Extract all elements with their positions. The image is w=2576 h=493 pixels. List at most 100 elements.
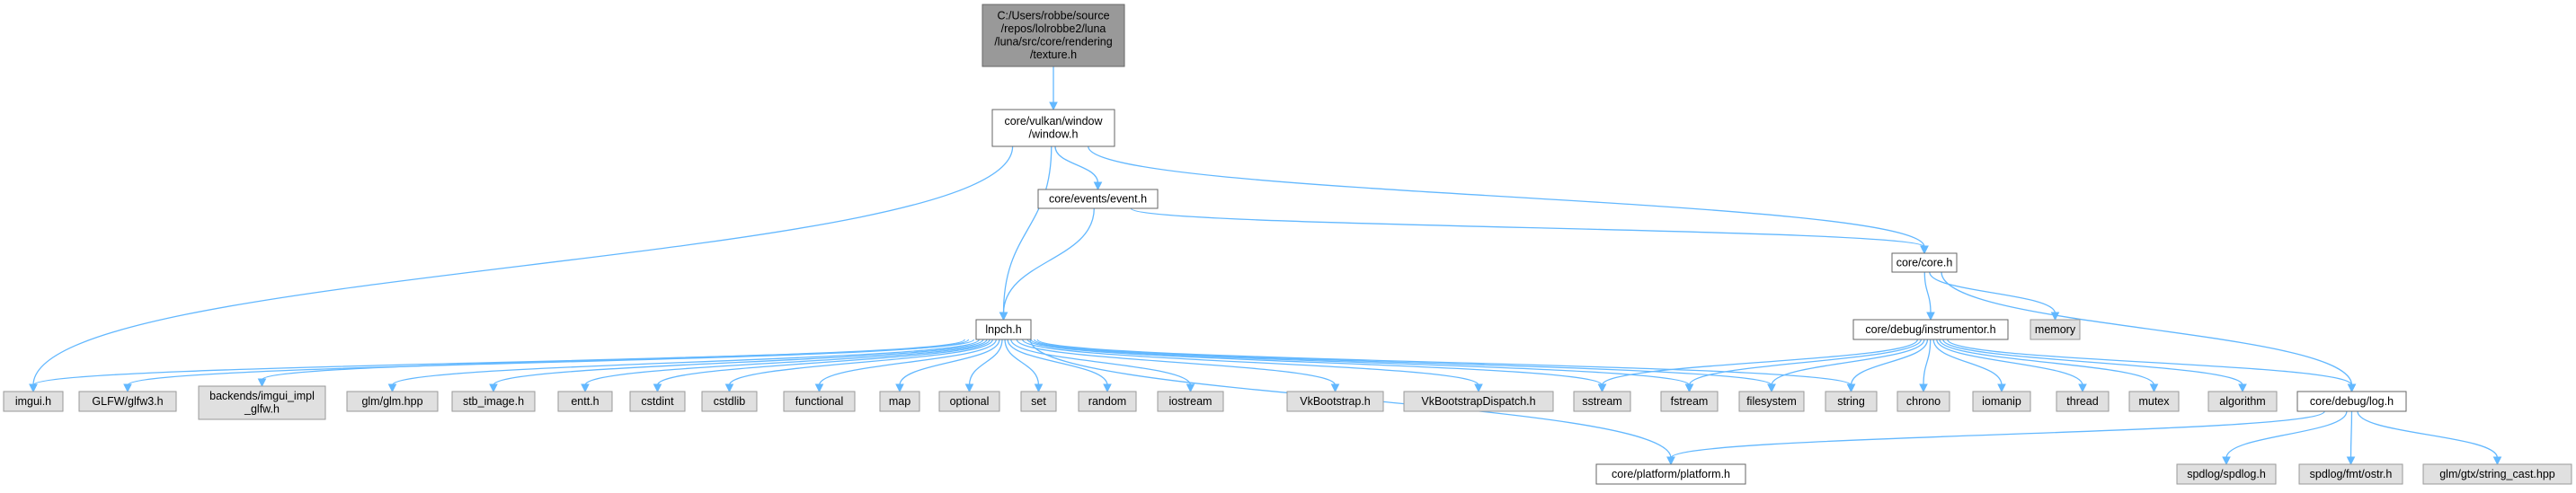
edge-lnpch-to-stb <box>493 339 984 386</box>
node-core[interactable]: core/core.h <box>1891 252 1958 273</box>
edge-instrumentor-to-sstream <box>1601 339 1919 386</box>
edge-window-to-imgui <box>32 145 1014 386</box>
edge-arrowhead-lnpch-to-random <box>1103 383 1112 393</box>
node-box-stb <box>451 391 536 412</box>
edge-core-to-log <box>1941 271 2353 386</box>
node-filesystem: filesystem <box>1738 391 1805 412</box>
node-label-filesystem-line-0: filesystem <box>1746 395 1797 408</box>
node-label-memory-line-0: memory <box>2035 323 2076 336</box>
edge-lnpch-to-string <box>1036 339 1852 386</box>
edge-arrowhead-log-to-platform <box>1666 456 1675 466</box>
node-label-imgui_glfw-line-1: _glfw.h <box>244 403 280 416</box>
edge-arrowhead-instrumentor-to-chrono <box>1919 383 1928 393</box>
edge-arrowhead-lnpch-to-stb <box>489 383 498 393</box>
node-label-texture-line-2: /luna/src/core/rendering <box>994 36 1112 48</box>
node-label-fstream-line-0: fstream <box>1671 395 1709 408</box>
edge-lnpch-to-imgui <box>32 339 965 386</box>
edge-instrumentor-to-fstream <box>1688 339 1922 386</box>
node-texture[interactable]: C:/Users/robbe/source/repos/lolrobbe2/lu… <box>982 4 1125 67</box>
node-box-cstdint <box>629 391 686 412</box>
edge-core-to-instrumentor <box>1923 271 1932 314</box>
edge-arrowhead-instrumentor-to-sstream <box>1597 383 1607 393</box>
node-label-mutex-line-0: mutex <box>2138 395 2170 408</box>
edge-instrumentor-to-log <box>1947 339 2353 386</box>
node-label-map-line-0: map <box>889 395 910 408</box>
edge-lnpch-to-glm <box>391 339 980 386</box>
edge-arrowhead-event-to-lnpch <box>999 312 1008 321</box>
node-window[interactable]: core/vulkan/window/window.h <box>991 109 1115 147</box>
node-box-imgui <box>3 391 64 412</box>
node-entt: entt.h <box>557 391 613 412</box>
node-box-glm <box>346 391 439 412</box>
node-box-ostr <box>2298 463 2403 485</box>
node-iostream: iostream <box>1157 391 1224 412</box>
edge-instrumentor-to-thread <box>1936 339 2083 386</box>
node-label-imgui-line-0: imgui.h <box>15 395 51 408</box>
node-box-random <box>1078 391 1137 412</box>
node-label-entt-line-0: entt.h <box>571 395 599 408</box>
node-algorithm: algorithm <box>2207 391 2278 412</box>
edge-arrowhead-instrumentor-to-algorithm <box>2238 383 2247 393</box>
edge-log-to-string_cast <box>2357 410 2499 459</box>
node-memory: memory <box>2030 319 2081 340</box>
node-box-imgui_glfw <box>198 385 326 420</box>
node-map: map <box>879 391 920 412</box>
node-label-chrono-line-0: chrono <box>1906 395 1941 408</box>
node-label-vkdispatch-line-0: VkBootstrapDispatch.h <box>1421 395 1535 408</box>
node-log[interactable]: core/debug/log.h <box>2296 391 2407 412</box>
edge-log-to-platform <box>1670 410 2325 459</box>
node-label-imgui_glfw-line-0: backends/imgui_impl <box>209 390 315 402</box>
node-iomanip: iomanip <box>1972 391 2031 412</box>
node-label-optional-line-0: optional <box>950 395 990 408</box>
node-box-platform <box>1595 463 1746 485</box>
edge-arrowhead-instrumentor-to-iomanip <box>1997 383 2006 393</box>
edge-instrumentor-to-string <box>1850 339 1929 386</box>
edge-arrowhead-lnpch-to-iostream <box>1186 383 1195 393</box>
edge-lnpch-to-optional <box>968 339 1003 386</box>
edge-lnpch-to-cstdint <box>656 339 990 386</box>
edge-lnpch-to-sstream <box>1026 339 1603 386</box>
node-box-glfw <box>78 391 177 412</box>
node-optional: optional <box>938 391 1000 412</box>
node-platform[interactable]: core/platform/platform.h <box>1595 463 1746 485</box>
node-label-cstdint-line-0: cstdint <box>641 395 674 408</box>
node-box-mutex <box>2128 391 2180 412</box>
node-label-ostr-line-0: spdlog/fmt/ostr.h <box>2310 468 2393 480</box>
node-box-instrumentor <box>1852 319 2009 340</box>
edge-arrowhead-lnpch-to-map <box>895 383 904 393</box>
edge-arrowhead-instrumentor-to-log <box>2347 383 2357 393</box>
node-box-core <box>1891 252 1958 273</box>
node-label-vkbootstrap-line-0: VkBootstrap.h <box>1300 395 1371 408</box>
edge-lnpch-to-filesystem <box>1034 339 1772 386</box>
node-imgui: imgui.h <box>3 391 64 412</box>
node-box-vkbootstrap <box>1286 391 1384 412</box>
node-box-algorithm <box>2207 391 2278 412</box>
node-label-event-line-0: core/events/event.h <box>1049 192 1147 205</box>
edge-lnpch-to-vkdispatch <box>1021 339 1479 386</box>
edge-arrowhead-lnpch-to-set <box>1034 383 1044 393</box>
node-ostr: spdlog/fmt/ostr.h <box>2298 463 2403 485</box>
edge-event-to-lnpch <box>1002 207 1095 314</box>
node-label-algorithm-line-0: algorithm <box>2219 395 2265 408</box>
edge-instrumentor-to-algorithm <box>1942 339 2243 386</box>
node-box-spdlog <box>2176 463 2277 485</box>
node-box-log <box>2296 391 2407 412</box>
nodes-layer: C:/Users/robbe/source/repos/lolrobbe2/lu… <box>3 4 2572 485</box>
node-lnpch[interactable]: lnpch.h <box>975 319 1032 340</box>
node-instrumentor[interactable]: core/debug/instrumentor.h <box>1852 319 2009 340</box>
edge-arrowhead-lnpch-to-vkbootstrap <box>1330 383 1340 393</box>
node-label-random-line-0: random <box>1088 395 1126 408</box>
node-event[interactable]: core/events/event.h <box>1037 189 1159 209</box>
node-set: set <box>1020 391 1057 412</box>
node-box-fstream <box>1660 391 1719 412</box>
node-cstdint: cstdint <box>629 391 686 412</box>
edge-instrumentor-to-iomanip <box>1932 339 2003 386</box>
edge-lnpch-to-map <box>899 339 1000 386</box>
node-label-iomanip-line-0: iomanip <box>1982 395 2021 408</box>
edge-arrowhead-log-to-string_cast <box>2492 456 2502 466</box>
node-box-iostream <box>1157 391 1224 412</box>
edge-arrowhead-lnpch-to-optional <box>964 383 974 393</box>
node-box-iomanip <box>1972 391 2031 412</box>
node-label-glfw-line-0: GLFW/glfw3.h <box>92 395 163 408</box>
node-box-memory <box>2030 319 2081 340</box>
